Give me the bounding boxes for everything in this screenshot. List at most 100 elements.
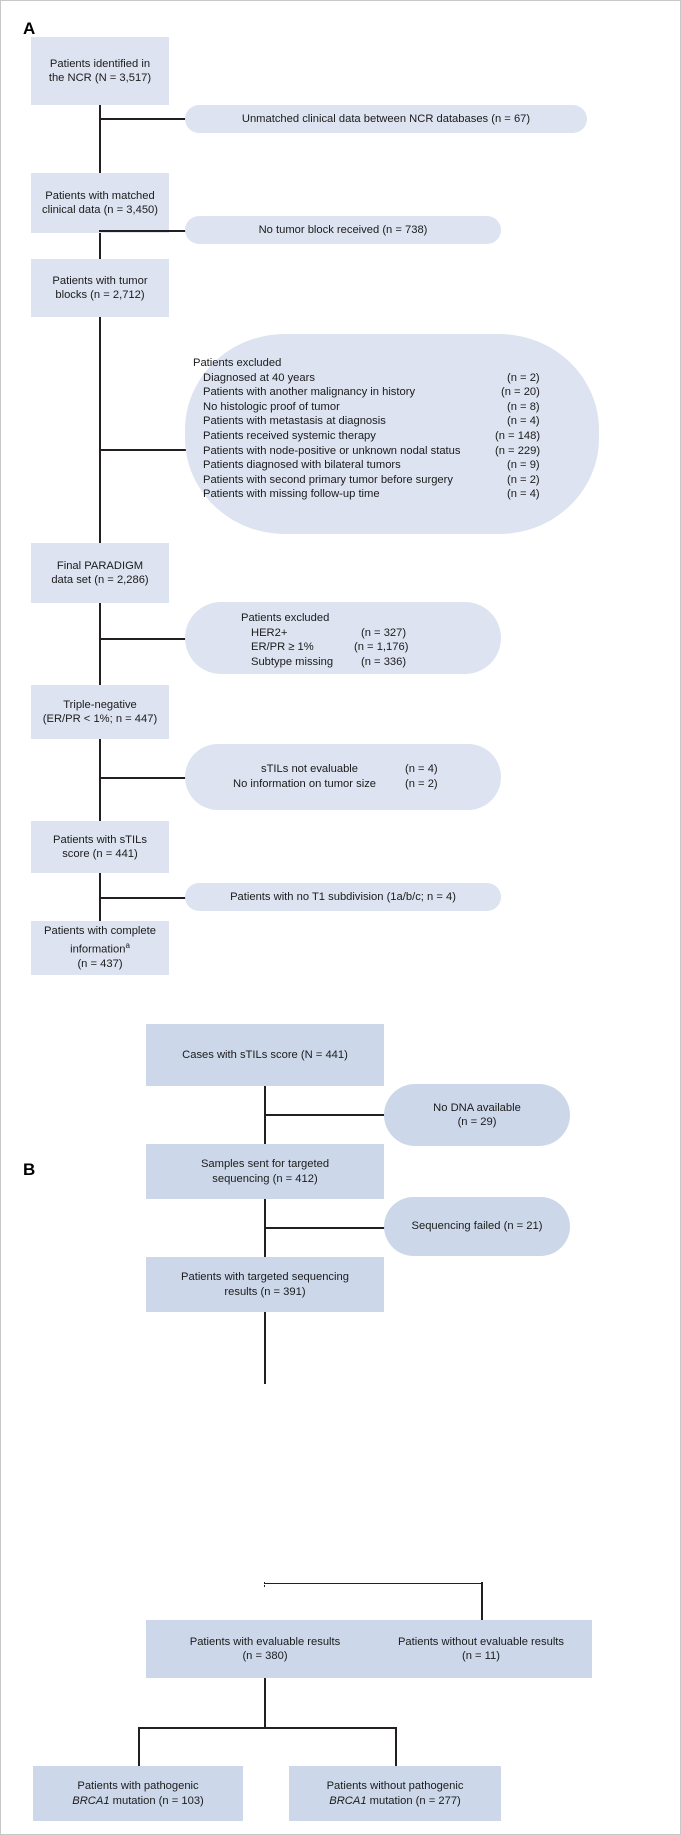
panel-b-letter: B	[23, 1160, 36, 1179]
connector-vertical	[395, 1727, 397, 1767]
connector-horizontal	[99, 449, 187, 451]
node-line-2: the NCR (N = 3,517)	[48, 72, 152, 84]
exclusion-row: No histologic proof of tumor (n = 8)	[193, 400, 589, 415]
exclusion-label: Patients with missing follow-up time	[203, 488, 380, 501]
node-line-1: Patients with pathogenic	[77, 1780, 199, 1792]
node-line-1: Patients with complete	[44, 925, 156, 938]
connector-horizontal	[99, 897, 187, 899]
exclusion-row: Patients with missing follow-up time (n …	[193, 487, 589, 502]
node-final-paradigm-dataset: Final PARADIGM data set (n = 2,286)	[31, 543, 169, 603]
node-triple-negative: Triple-negative (ER/PR < 1%; n = 447)	[31, 685, 169, 739]
exclusion-row: Patients with node-positive or unknown n…	[193, 444, 589, 459]
pill-label: No tumor block received (n = 738)	[258, 223, 428, 236]
exclusion-label: Patients with second primary tumor befor…	[203, 473, 453, 486]
exclusion-title: Patients excluded	[193, 357, 282, 369]
connector-horizontal	[264, 1227, 386, 1229]
exclusion-count: (n = 229)	[495, 444, 541, 457]
pill-unmatched-clinical-data: Unmatched clinical data between NCR data…	[185, 105, 587, 133]
exclusion-count: (n = 8)	[507, 400, 540, 413]
node-line-2: (n = 380)	[242, 1650, 288, 1662]
pill-sequencing-failed: Sequencing failed (n = 21)	[384, 1197, 570, 1256]
exclusion-count: (n = 148)	[495, 429, 541, 442]
node-line-2: clinical data (n = 3,450)	[42, 204, 158, 216]
pill-line-2: (n = 29)	[457, 1116, 497, 1128]
exclusion-label: ER/PR ≥ 1%	[251, 641, 314, 654]
node-line-1: Samples sent for targeted	[200, 1158, 330, 1170]
exclusion-row: Patients with another malignancy in hist…	[193, 385, 589, 400]
pill-no-t1-subdivision: Patients with no T1 subdivision (1a/b/c;…	[185, 883, 501, 911]
node-patients-without-evaluable-results: Patients without evaluable results (n = …	[370, 1620, 592, 1678]
exclusion-row: Diagnosed at 40 years (n = 2)	[193, 371, 589, 386]
exclusion-criteria-blob: Patients excluded Diagnosed at 40 years …	[185, 334, 599, 534]
node-line-1: Patients identified in	[49, 57, 151, 70]
exclusion-label: Patients with another malignancy in hist…	[203, 386, 416, 399]
exclusion-count: (n = 2)	[405, 777, 438, 790]
node-patients-with-evaluable-results: Patients with evaluable results (n = 380…	[146, 1620, 384, 1678]
exclusion-label: No information on tumor size	[233, 777, 377, 790]
exclusion-row: No information on tumor size (n = 2)	[233, 777, 483, 792]
exclusion-count: (n = 336)	[361, 655, 407, 668]
exclusion-title: Patients excluded	[241, 612, 330, 624]
node-patients-without-pathogenic-brca1: Patients without pathogenic BRCA1 mutati…	[289, 1766, 501, 1821]
node-line-3: (n = 437)	[77, 958, 123, 971]
exclusion-subtype-blob: Patients excluded HER2+ (n = 327) ER/PR …	[185, 602, 501, 674]
node-line-2: blocks (n = 2,712)	[55, 289, 145, 301]
node-patients-targeted-sequencing-results: Patients with targeted sequencing result…	[146, 1257, 384, 1312]
connector-split-evaluable	[264, 1582, 482, 1585]
node-line-2: sequencing (n = 412)	[212, 1172, 318, 1185]
pill-line-1: No DNA available	[433, 1101, 521, 1114]
exclusion-count: (n = 2)	[507, 371, 540, 384]
node-patients-identified-ncr: Patients identified in the NCR (N = 3,51…	[31, 37, 169, 105]
footnote-marker: a	[125, 940, 130, 950]
node-line-1: Patients with sTILs	[53, 833, 147, 846]
node-line-1: Final PARADIGM	[56, 559, 144, 572]
connector-vertical	[481, 1582, 483, 1620]
node-line-1: Patients without pathogenic	[326, 1780, 464, 1792]
exclusion-count: (n = 9)	[507, 459, 540, 472]
exclusion-label: Patients diagnosed with bilateral tumors	[203, 459, 401, 472]
connector-horizontal	[99, 230, 187, 232]
node-line-2: information	[70, 943, 126, 956]
exclusion-count: (n = 4)	[507, 488, 540, 501]
node-patients-complete-information: Patients with complete informationa (n =…	[31, 921, 169, 975]
connector-spacer	[264, 1585, 265, 1587]
pill-no-dna-available: No DNA available (n = 29)	[384, 1084, 570, 1146]
node-patients-tumor-blocks: Patients with tumor blocks (n = 2,712)	[31, 259, 169, 317]
exclusion-row: HER2+ (n = 327)	[241, 626, 481, 641]
node-line-2: (ER/PR < 1%; n = 447)	[42, 713, 158, 725]
node-line-2-wrap: BRCA1 mutation (n = 277)	[327, 1794, 464, 1809]
exclusion-count: (n = 1,176)	[354, 641, 409, 654]
node-line-2: results (n = 391)	[224, 1285, 306, 1298]
exclusion-label: Patients with metastasis at diagnosis	[203, 415, 386, 428]
exclusion-label: No histologic proof of tumor	[203, 400, 340, 413]
exclusion-row: ER/PR ≥ 1% (n = 1,176)	[241, 640, 481, 655]
node-line-2: data set (n = 2,286)	[51, 574, 149, 586]
connector-horizontal	[264, 1114, 386, 1116]
node-line-1: Patients with matched	[45, 189, 155, 202]
connector-horizontal	[99, 777, 187, 779]
connector-vertical	[264, 1312, 266, 1384]
panel-a-letter: A	[23, 19, 36, 38]
node-line-1: Patients without evaluable results	[397, 1635, 565, 1648]
connector-horizontal	[99, 118, 187, 120]
exclusion-count: (n = 2)	[507, 473, 540, 486]
connector-vertical	[138, 1727, 140, 1767]
node-line-1: Cases with sTILs score (N = 441)	[182, 1048, 348, 1061]
node-line-2-tail: mutation (n = 277)	[366, 1794, 461, 1807]
pill-no-tumor-block: No tumor block received (n = 738)	[185, 216, 501, 244]
node-patients-stils-score: Patients with sTILs score (n = 441)	[31, 821, 169, 873]
pill-label: Sequencing failed (n = 21)	[411, 1220, 543, 1233]
exclusion-stils-blob: sTILs not evaluable (n = 4) No informati…	[185, 744, 501, 810]
connector-vertical	[99, 739, 101, 821]
pill-label: Unmatched clinical data between NCR data…	[241, 112, 531, 125]
exclusion-label: HER2+	[251, 626, 288, 639]
connector-vertical	[99, 603, 101, 685]
exclusion-label: Subtype missing	[251, 655, 334, 668]
exclusion-row: Patients with second primary tumor befor…	[193, 473, 589, 488]
exclusion-row: sTILs not evaluable (n = 4)	[233, 762, 483, 777]
node-samples-sent-targeted-sequencing: Samples sent for targeted sequencing (n …	[146, 1144, 384, 1199]
exclusion-label: Patients received systemic therapy	[203, 429, 376, 442]
pill-label: Patients with no T1 subdivision (1a/b/c;…	[230, 890, 456, 903]
node-line-2: score (n = 441)	[62, 848, 138, 860]
